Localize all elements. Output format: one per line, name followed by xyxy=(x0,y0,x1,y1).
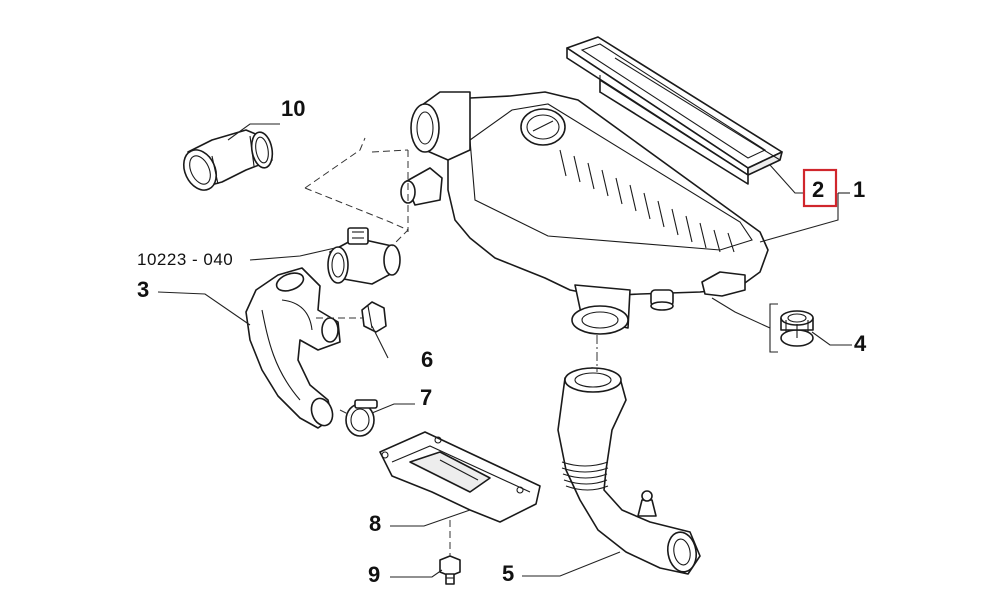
housing-inlet-neck xyxy=(400,91,471,206)
air-filter-housing[interactable] xyxy=(400,91,769,335)
corrugated-intake-duct[interactable] xyxy=(557,367,701,575)
label-part-10[interactable]: 10 xyxy=(281,96,305,121)
air-flow-meter[interactable] xyxy=(327,227,401,285)
fiat-logo-badge xyxy=(520,108,566,146)
label-part-1[interactable]: 1 xyxy=(853,177,865,202)
label-part-3[interactable]: 3 xyxy=(137,277,149,302)
hose-clamp-7[interactable] xyxy=(345,399,378,437)
hose-clip-6[interactable] xyxy=(361,301,387,333)
housing-outlet-spigot xyxy=(571,284,674,335)
housing-cover-ribs xyxy=(559,149,735,253)
label-part-6[interactable]: 6 xyxy=(421,347,433,372)
corrugation-rings xyxy=(561,461,609,491)
leader-lines xyxy=(157,123,852,578)
label-part-4[interactable]: 4 xyxy=(854,331,867,356)
label-part-8[interactable]: 8 xyxy=(369,511,381,536)
highlight-box-part-2 xyxy=(802,168,838,208)
bolt-9[interactable] xyxy=(439,555,461,585)
label-part-7[interactable]: 7 xyxy=(420,385,432,410)
callout-labels: 10 10223 - 040 3 6 7 8 9 5 4 2 1 xyxy=(137,96,867,587)
air-filter-element[interactable] xyxy=(566,36,783,185)
assembly-guide-lines xyxy=(304,137,598,556)
label-ref-group[interactable]: 10223 - 040 xyxy=(137,250,233,269)
label-part-5[interactable]: 5 xyxy=(502,561,514,586)
grommet-4[interactable] xyxy=(780,310,814,347)
heat-shield-bracket[interactable] xyxy=(379,431,541,523)
air-duct[interactable] xyxy=(245,267,341,429)
rubber-sleeve[interactable] xyxy=(178,129,275,195)
label-part-9[interactable]: 9 xyxy=(368,562,380,587)
label-part-2[interactable]: 2 xyxy=(812,177,824,202)
